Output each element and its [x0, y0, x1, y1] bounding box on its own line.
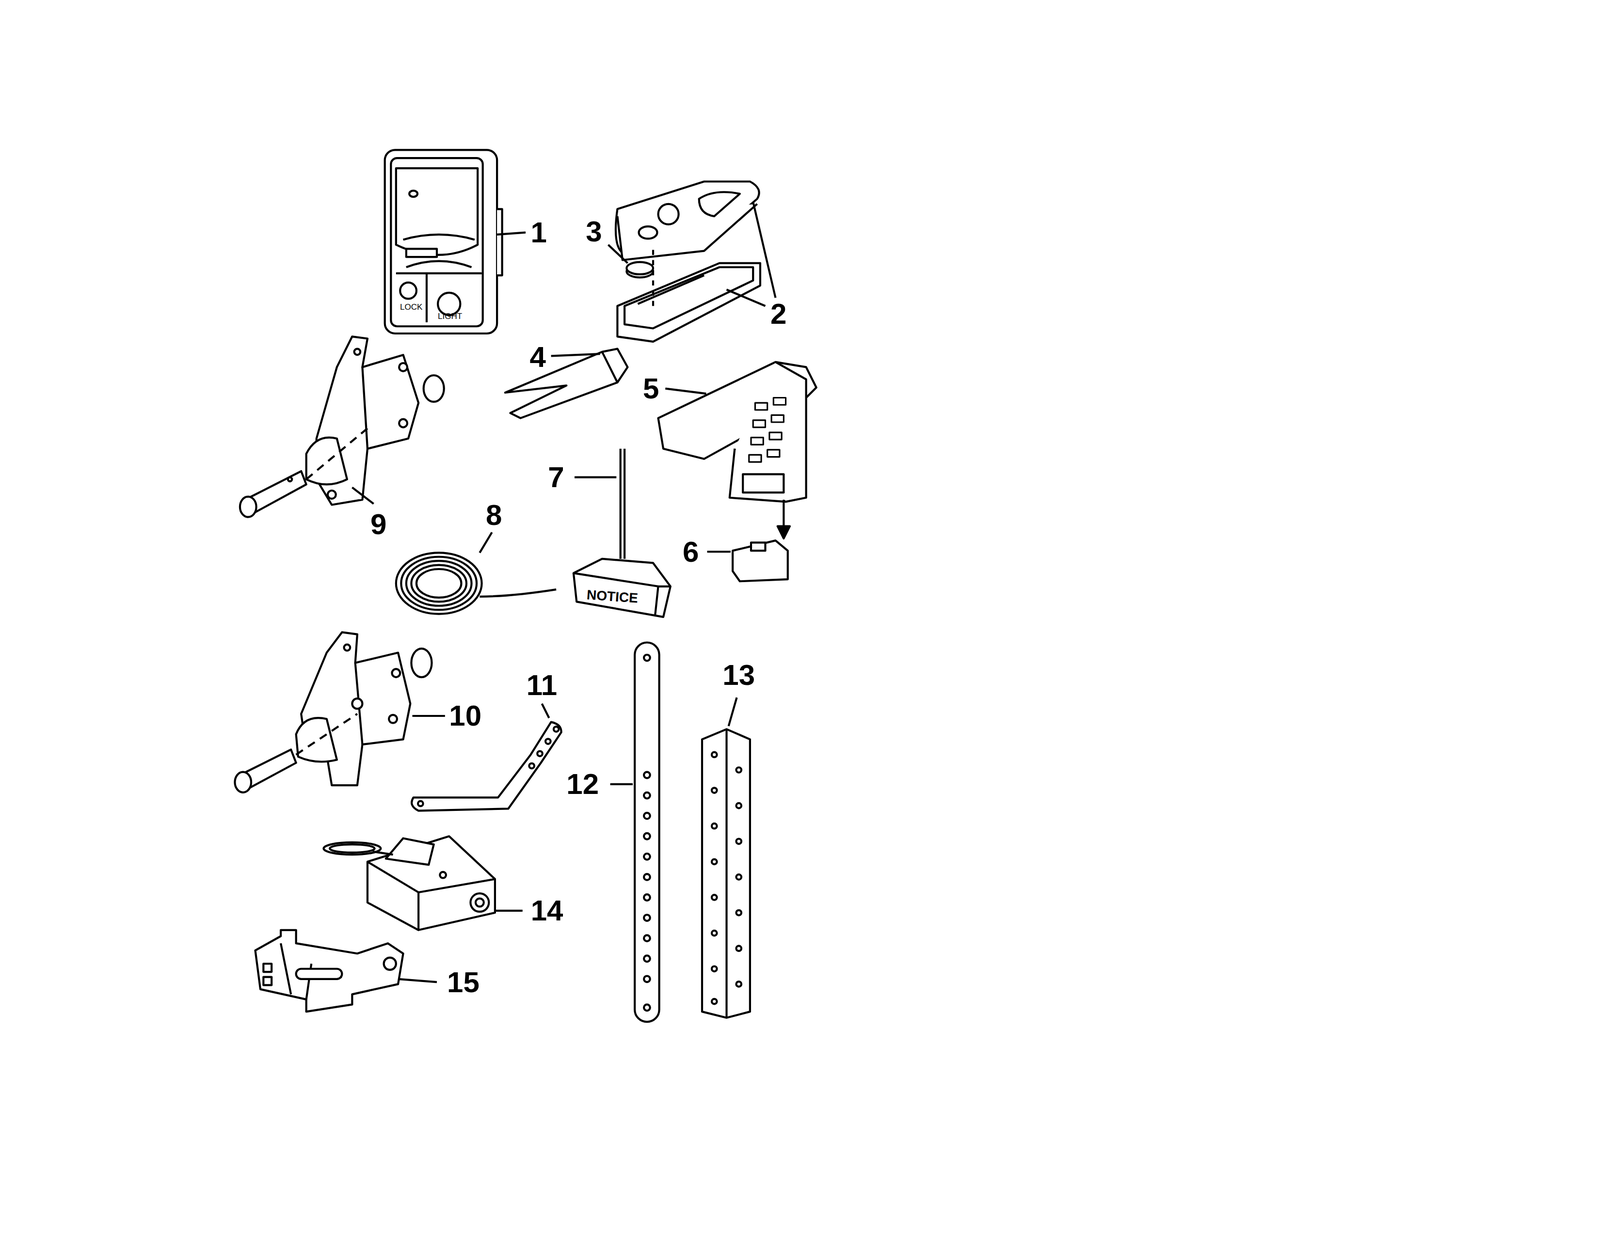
callout-number: 9 [370, 510, 387, 540]
callout-number: 5 [642, 374, 659, 404]
callout-number: 2 [770, 299, 787, 329]
callout-number: 3 [585, 217, 602, 247]
button-label: LOCK [400, 303, 423, 312]
callout-number: 13 [722, 660, 755, 690]
callout-number: 10 [448, 701, 482, 731]
button-label: LIGHT [437, 312, 463, 321]
callout-number: 6 [682, 537, 699, 567]
callout-number: 12 [566, 769, 599, 800]
callout-number: 1 [530, 218, 547, 248]
callout-number: 11 [526, 671, 558, 701]
callout-number: 7 [547, 463, 564, 493]
callout-number: 4 [529, 342, 546, 372]
callout-number: 15 [447, 968, 480, 998]
callout-number: 14 [530, 896, 564, 926]
callout-number: 8 [485, 500, 502, 530]
